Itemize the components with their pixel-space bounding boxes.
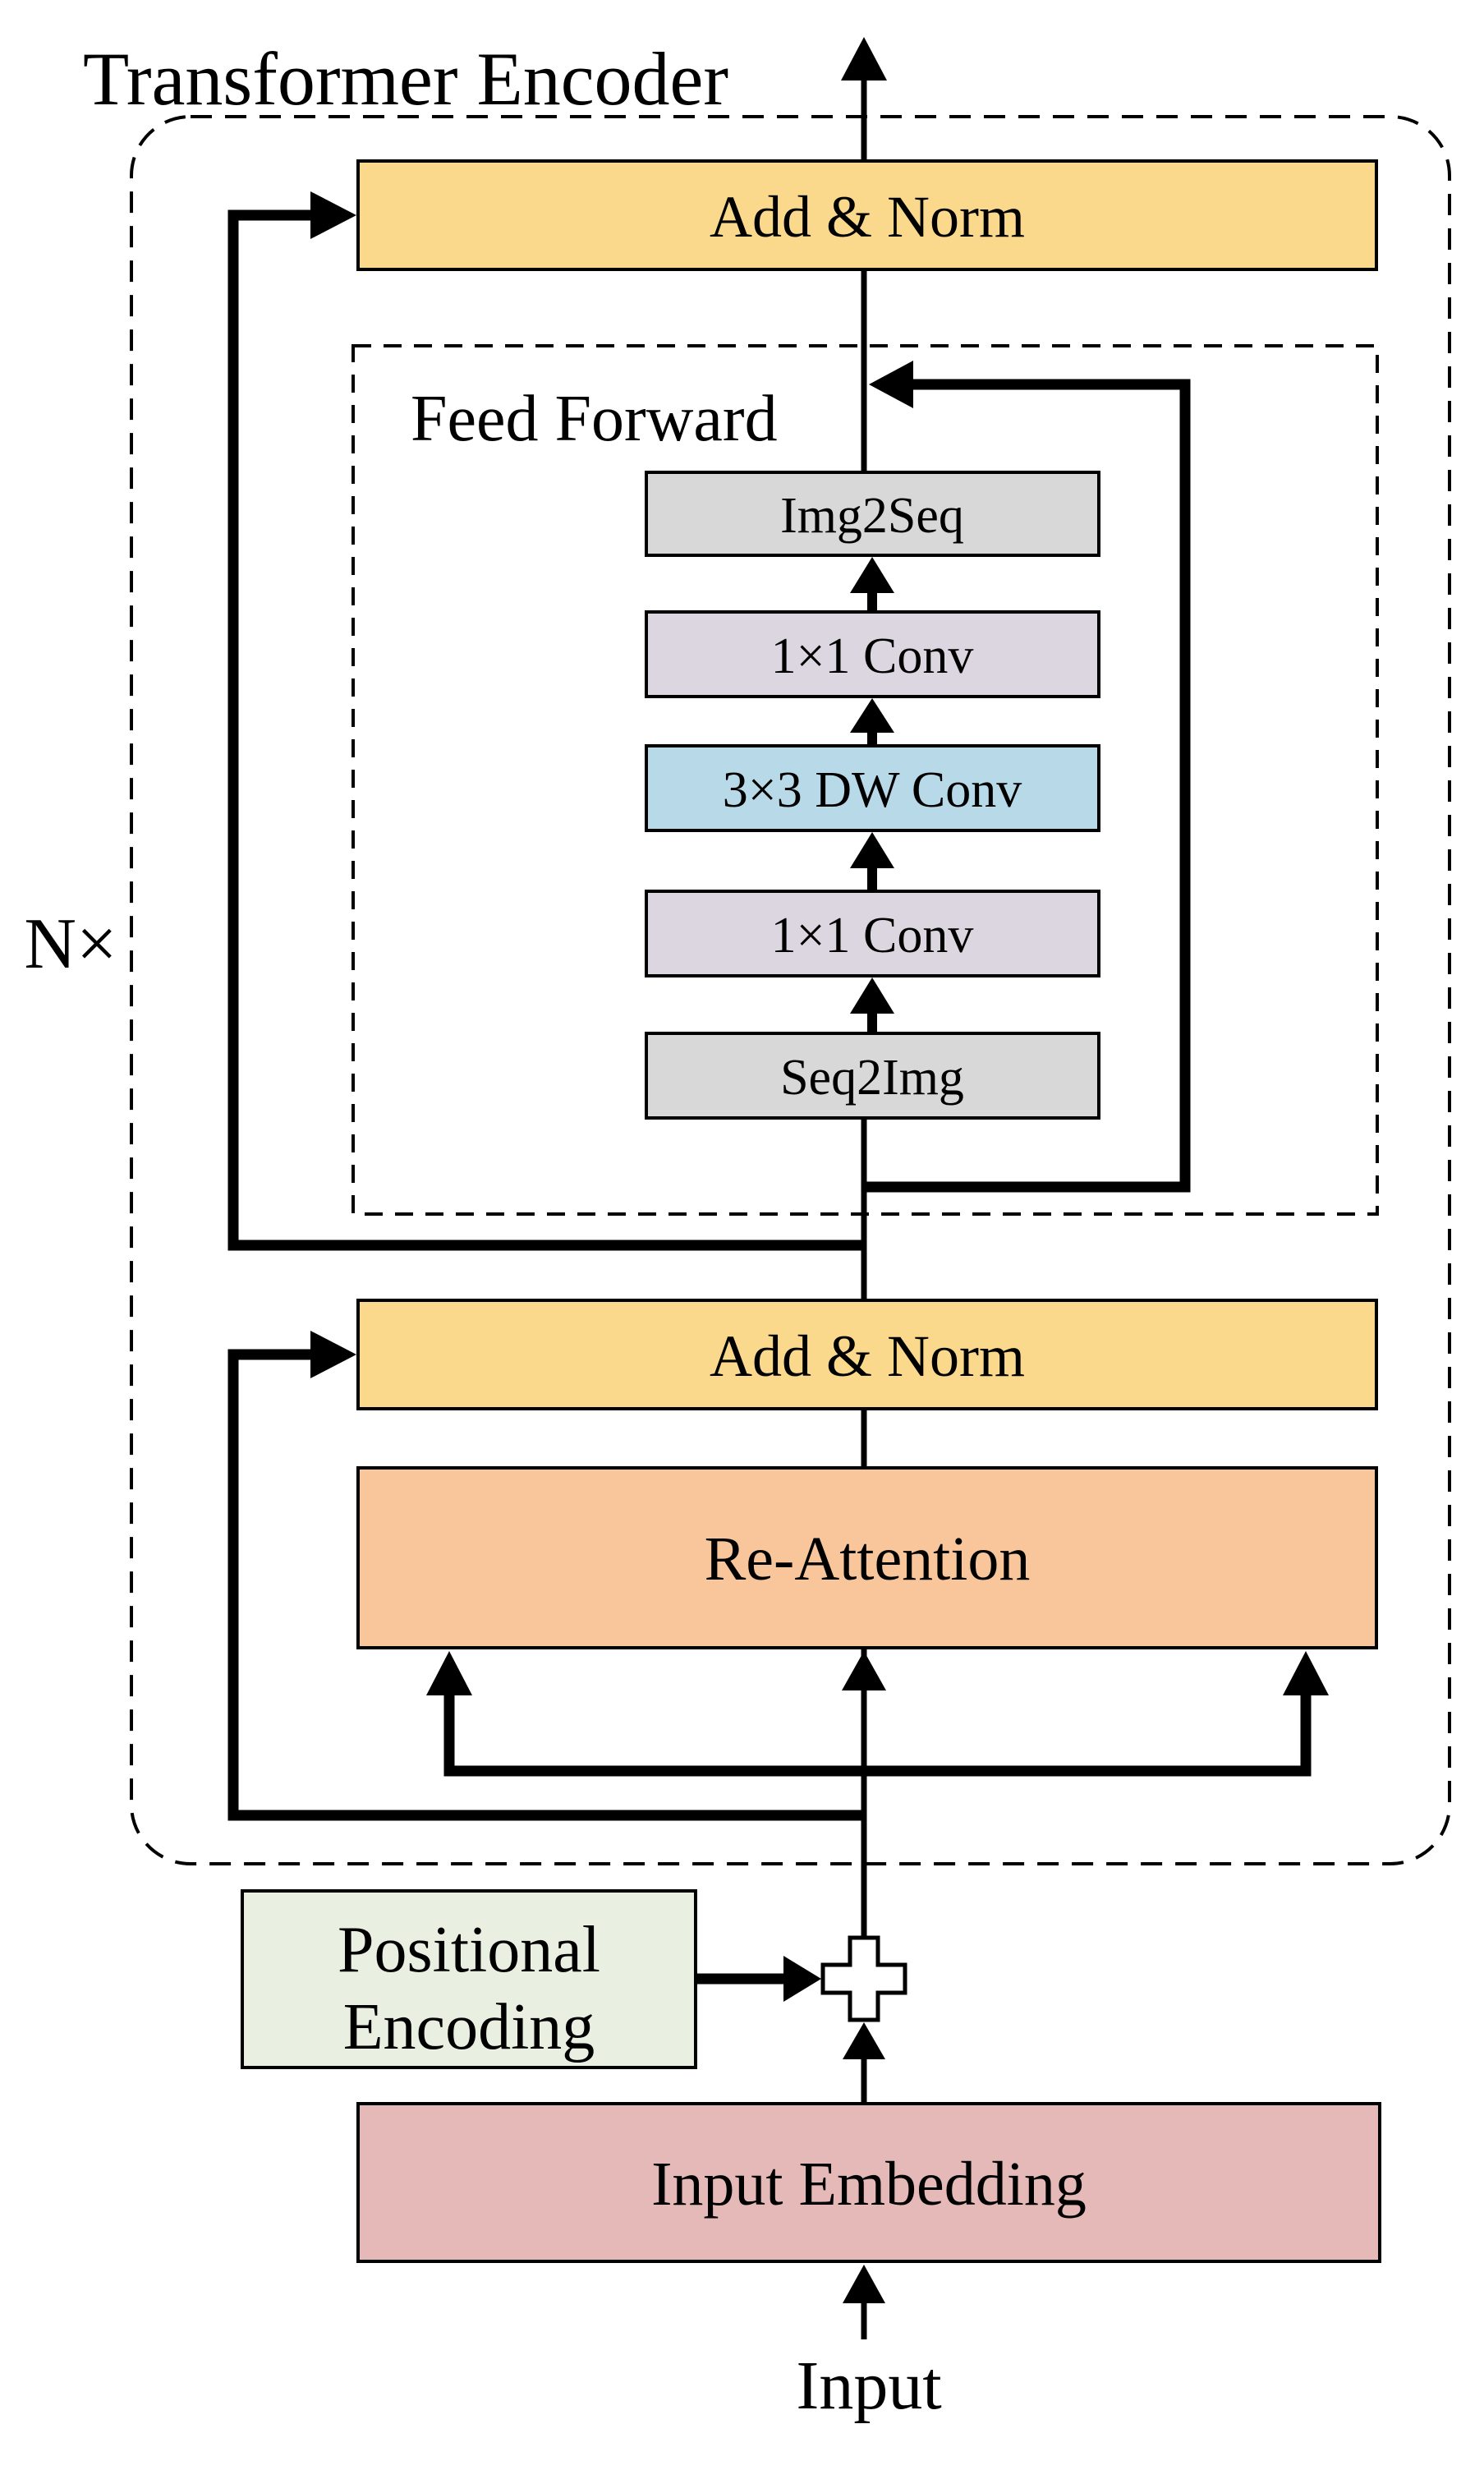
embedding-to-add-arrowhead-icon [843,2022,885,2059]
feedforward-inner-loop-arrowhead-icon [869,361,913,408]
positional-encoding-label-line2: Encoding [343,1991,595,2063]
attention-center-arrowhead-icon [842,1651,886,1690]
seq2img-box [645,1032,1100,1120]
attention-qkv-assembly [426,1651,1329,1777]
feedforward-inner-loop-line [864,379,1191,1193]
add-norm-top-label: Add & Norm [710,184,1025,250]
dwconv3x3-box [645,744,1100,832]
input-embedding-box [356,2102,1381,2263]
re-attention-box [356,1466,1378,1649]
encoder-dashed-border [130,115,1451,1865]
feedforward-inner-loop [864,361,1191,1193]
residual-skip-feedforward [227,191,864,1251]
dwconv3x3-label: 3×3 DW Conv [723,762,1022,818]
positional-encoding-label-line1: Positional [338,1914,600,1986]
residual-skip-attention-line [227,1349,864,1821]
attention-right-arrowhead-icon [1283,1651,1329,1695]
conv1x1-lower-label: 1×1 Conv [771,908,974,964]
img2seq-label: Img2Seq [780,488,964,544]
repeat-count-label: N× [24,904,117,984]
attention-left-arrowhead-icon [426,1651,472,1695]
seq2img-label: Seq2Img [780,1050,964,1106]
arrow-seq2img-to-conv2-head-icon [850,977,894,1014]
positional-encoding-box [241,1889,697,2069]
input-embedding-label: Input Embedding [651,2150,1087,2219]
encoder-output-arrowhead-icon [841,37,887,80]
arrow-dw-to-conv1-head-icon [850,698,894,733]
residual-skip-feedforward-line [227,209,864,1251]
input-arrowhead-icon [843,2265,885,2303]
add-norm-top-box [356,159,1378,271]
arrow-conv2-to-dw-head-icon [850,832,894,868]
add-operator-icon [820,1935,907,2022]
conv-stack-arrows [850,557,894,1033]
residual-skip-feedforward-arrowhead-icon [310,191,356,239]
attention-qkv-branch-line [443,1694,1312,1777]
input-label: Input [796,2348,941,2424]
conv1x1-lower-box [645,890,1100,977]
residual-skip-attention-arrowhead-icon [310,1331,356,1378]
conv1x1-upper-label: 1×1 Conv [771,628,974,684]
arrow-conv1-to-img2seq-head-icon [850,557,894,593]
diagram-title: Transformer Encoder [83,37,728,121]
positional-encoding-arrow [696,1956,821,2002]
conv1x1-upper-box [645,610,1100,698]
residual-skip-attention [227,1331,864,1821]
add-norm-bottom-box [356,1299,1378,1410]
positional-encoding-arrowhead-icon [783,1956,821,2002]
re-attention-label: Re-Attention [705,1525,1031,1594]
add-norm-bottom-label: Add & Norm [710,1323,1025,1389]
feed-forward-label: Feed Forward [411,383,778,455]
img2seq-box [645,471,1100,557]
